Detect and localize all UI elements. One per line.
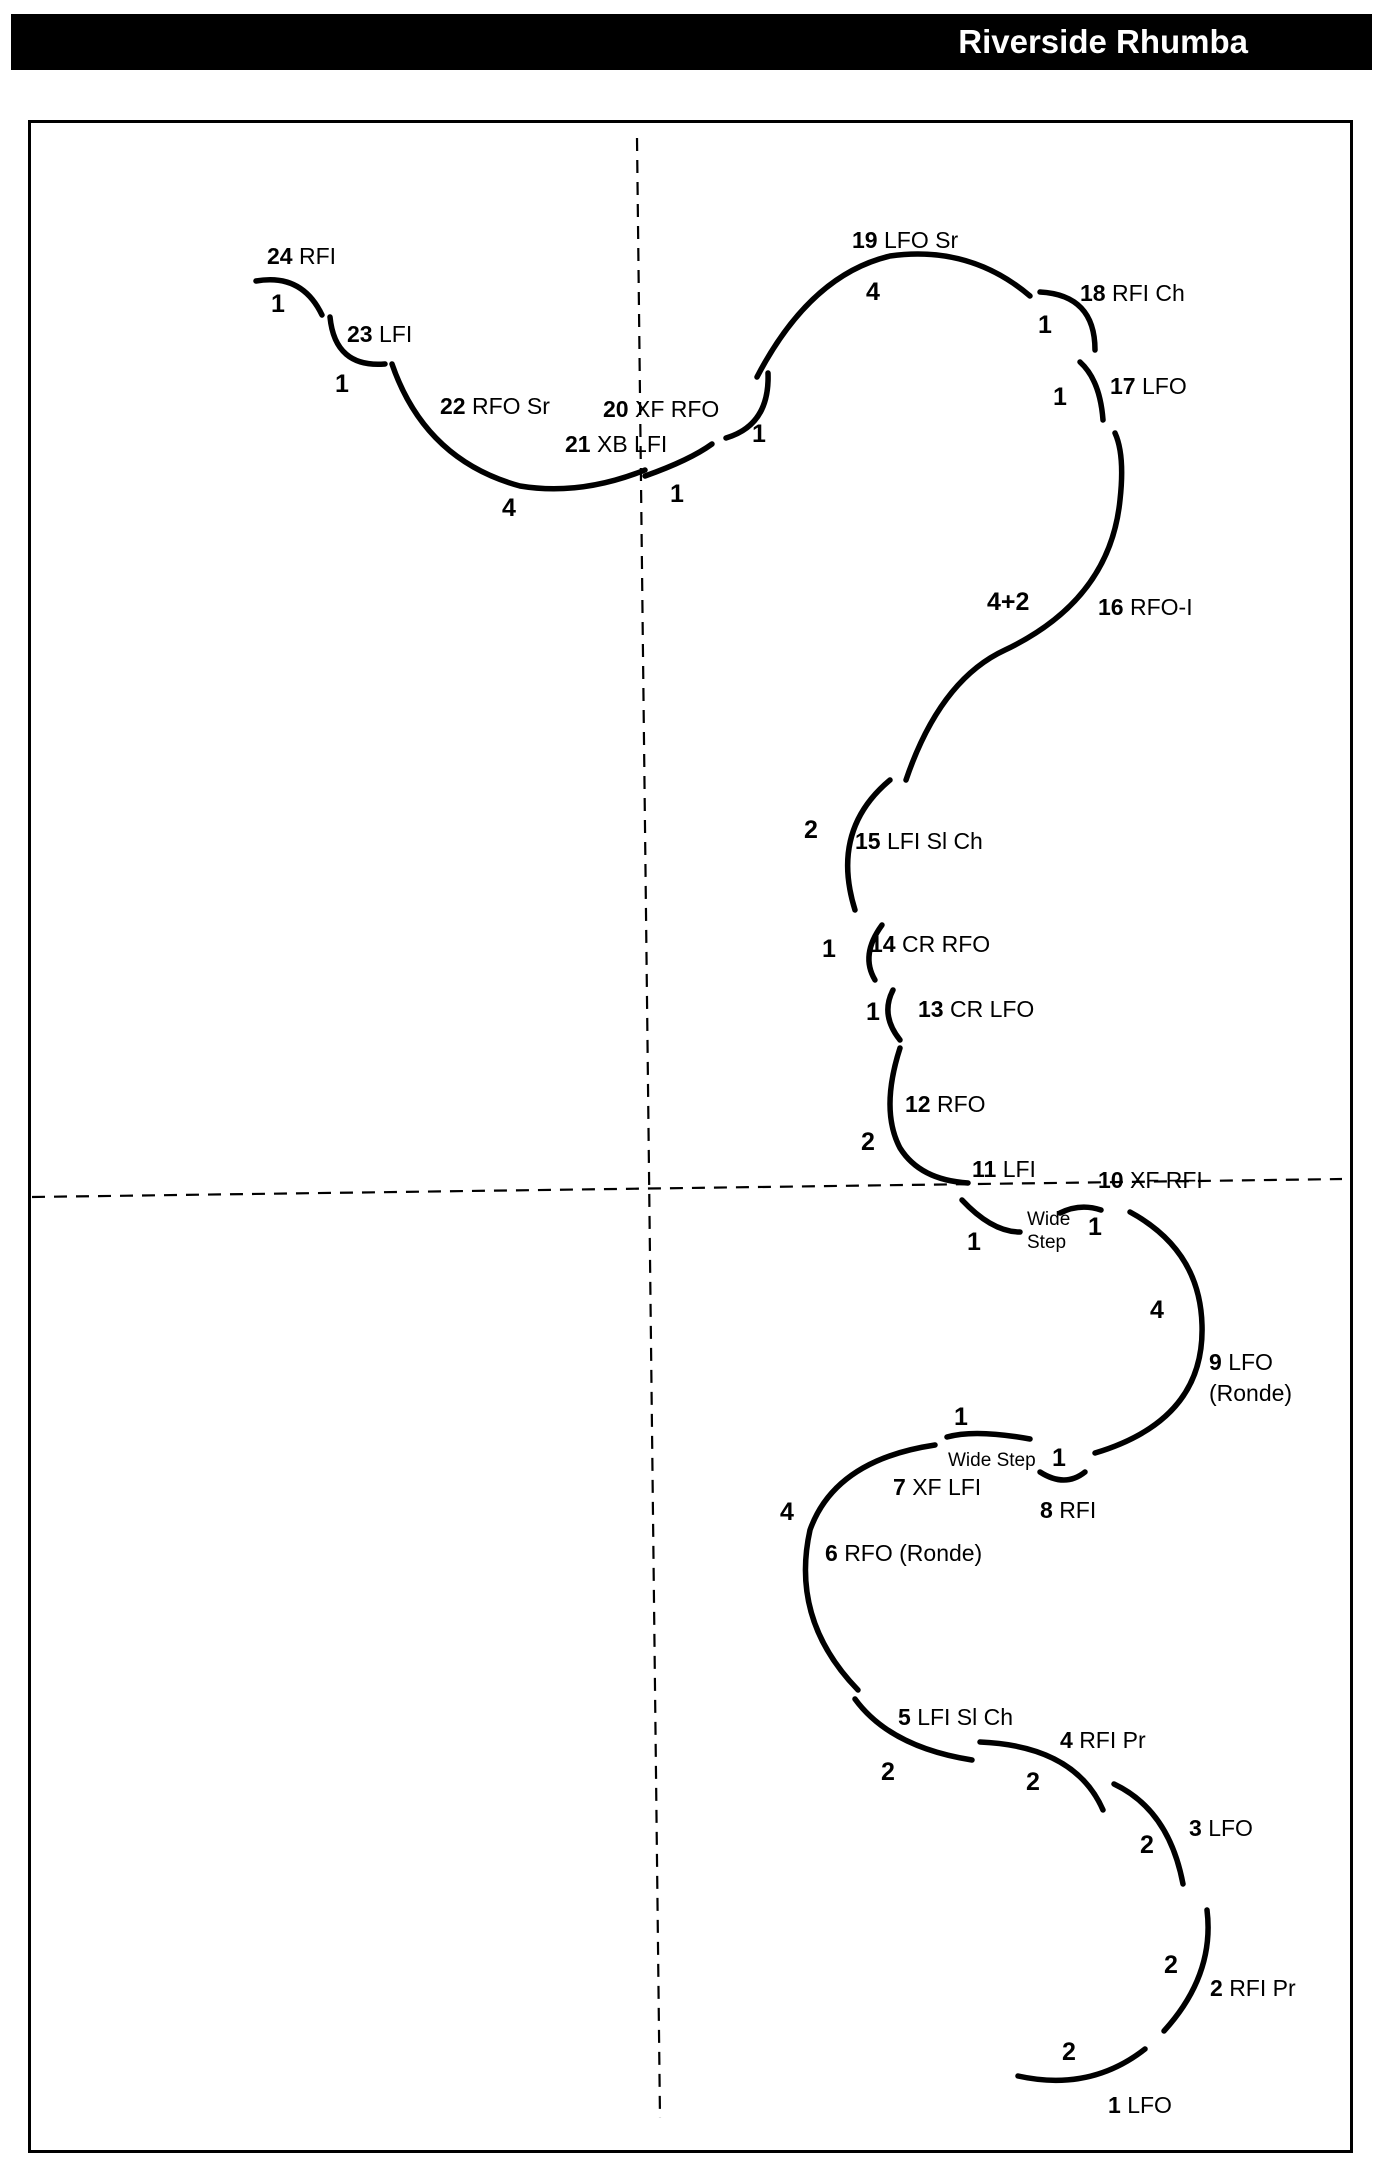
count-17: 1 — [1053, 383, 1067, 411]
count-9: 4 — [1150, 1296, 1164, 1324]
count-11: 1 — [967, 1228, 981, 1256]
step-8-label: 8 RFI — [1040, 1497, 1096, 1523]
edge-2 — [1161, 1907, 1211, 2034]
step-10-label: 10 XF RFI — [1098, 1167, 1203, 1193]
edge-7 — [944, 1430, 1033, 1442]
wide-step-note-lower-2: Step — [1027, 1232, 1066, 1253]
edge-21 — [642, 441, 715, 479]
step-13-label: 13 CR LFO — [918, 996, 1034, 1022]
title-bar: Riverside Rhumba — [11, 14, 1372, 70]
edge-22 — [389, 361, 648, 492]
count-12: 2 — [861, 1128, 875, 1156]
diagram-frame — [28, 120, 1353, 2153]
count-23: 1 — [335, 370, 349, 398]
edge-5 — [852, 1696, 975, 1763]
wide-step-notes: Wide Step Wide Step — [948, 1209, 1070, 1471]
count-7: 1 — [954, 1403, 968, 1431]
edge-3 — [1111, 1781, 1186, 1887]
step-23-label: 23 LFI — [347, 321, 412, 347]
count-21: 1 — [670, 480, 684, 508]
edge-18 — [1037, 289, 1098, 353]
count-2: 2 — [1164, 1951, 1178, 1979]
edge-10 — [1057, 1204, 1104, 1216]
count-4: 2 — [1026, 1768, 1040, 1796]
count-5: 2 — [881, 1758, 895, 1786]
step-5-label: 5 LFI Sl Ch — [898, 1704, 1013, 1730]
step-19-label: 19 LFO Sr — [852, 227, 958, 253]
edge-14 — [866, 922, 885, 983]
step-20-label: 20 XF RFO — [603, 396, 719, 422]
count-3: 2 — [1140, 1831, 1154, 1859]
count-10: 1 — [1088, 1213, 1102, 1241]
step-3-label: 3 LFO — [1189, 1815, 1253, 1841]
edge-8 — [1037, 1469, 1088, 1483]
edge-16 — [903, 430, 1125, 783]
axes — [31, 137, 1343, 2119]
count-22: 4 — [502, 494, 516, 522]
edge-19 — [754, 251, 1033, 380]
beat-counts: 2 2 2 2 2 4 1 1 4 1 1 2 1 1 2 4+2 1 1 4 … — [271, 278, 1178, 2066]
count-20: 1 — [752, 420, 766, 448]
count-14: 1 — [822, 935, 836, 963]
count-16: 4+2 — [987, 588, 1029, 616]
step-labels: 1 LFO 2 RFI Pr 3 LFO 4 RFI Pr 5 LFI Sl C… — [267, 227, 1296, 2118]
edge-4 — [977, 1739, 1106, 1813]
step-14-label: 14 CR RFO — [870, 931, 990, 957]
count-6: 4 — [780, 1498, 794, 1526]
edge-6 — [802, 1442, 938, 1693]
edge-17 — [1077, 359, 1106, 423]
step-17-label: 17 LFO — [1110, 373, 1187, 399]
edge-24 — [253, 277, 325, 318]
step-15-label: 15 LFI Sl Ch — [855, 828, 983, 854]
edge-23 — [327, 314, 388, 367]
step-22-label: 22 RFO Sr — [440, 393, 550, 419]
count-13: 1 — [866, 998, 880, 1026]
step-4-label: 4 RFI Pr — [1060, 1727, 1146, 1753]
step-11-label: 11 LFI — [972, 1156, 1036, 1182]
wide-step-note-upper: Wide Step — [948, 1450, 1036, 1471]
step-21-label: 21 XB LFI — [565, 431, 667, 457]
edge-20 — [723, 370, 771, 441]
count-24: 1 — [271, 290, 285, 318]
count-8: 1 — [1052, 1444, 1066, 1472]
step-24-label: 24 RFI — [267, 243, 336, 269]
wide-step-note-lower-1: Wide — [1027, 1209, 1070, 1230]
step-16-label: 16 RFO-I — [1098, 594, 1193, 620]
count-15: 2 — [804, 816, 818, 844]
count-1: 2 — [1062, 2038, 1076, 2066]
step-1-label: 1 LFO — [1108, 2092, 1172, 2118]
edge-9 — [1092, 1209, 1205, 1456]
edge-13 — [885, 987, 903, 1043]
step-2-label: 2 RFI Pr — [1210, 1975, 1296, 2001]
step-7-label: 7 XF LFI — [893, 1474, 981, 1500]
step-6-label: 6 RFO (Ronde) — [825, 1540, 982, 1566]
edge-15 — [844, 777, 893, 913]
tracing — [253, 251, 1211, 2084]
count-18: 1 — [1038, 311, 1052, 339]
long-axis — [635, 137, 662, 2119]
step-12-label: 12 RFO — [905, 1091, 986, 1117]
step-18-label: 18 RFI Ch — [1080, 280, 1185, 306]
page-title: Riverside Rhumba — [958, 23, 1248, 60]
edge-12 — [887, 1045, 971, 1186]
step-9-label: 9 LFO — [1209, 1349, 1273, 1375]
count-19: 4 — [866, 278, 880, 306]
edge-11 — [959, 1197, 1023, 1235]
step-9-label-line2: (Ronde) — [1209, 1380, 1292, 1406]
edge-1 — [1015, 2046, 1148, 2084]
